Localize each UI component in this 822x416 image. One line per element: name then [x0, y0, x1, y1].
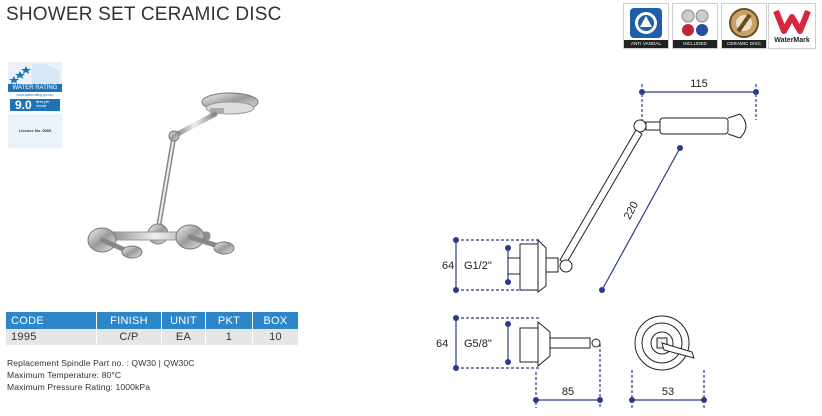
temperature-note: Maximum Temperature: 80°C: [7, 370, 122, 380]
cell-unit: EA: [161, 329, 206, 345]
water-rating-licence: Licence No. 0000: [18, 128, 52, 133]
spindle-note: Replacement Spindle Part no. : QW30 | QW…: [7, 358, 195, 368]
water-rating-url: www.waterrating.gov.au: [16, 93, 54, 97]
watermark-label: WaterMark: [774, 37, 810, 44]
cell-finish: C/P: [96, 329, 162, 345]
spec-table: CODE FINISH UNIT PKT BOX 1995 C/P EA 1 1…: [6, 312, 298, 345]
anti-vandal-icon: [630, 8, 662, 38]
water-rating-label: WATER RATING www.waterrating.gov.au 9.0 …: [8, 62, 62, 148]
star-rating-icon: [9, 63, 60, 84]
dim-inlet-height-1: 64: [442, 260, 454, 272]
col-finish: FINISH: [96, 312, 162, 329]
dim-thread-1: G1/2": [464, 260, 492, 272]
watermark-logo-icon: [773, 9, 811, 34]
badge-caption: CERAMIC DISC: [722, 40, 766, 48]
table-row: 1995 C/P EA 1 10: [6, 329, 298, 345]
product-image: [87, 92, 259, 259]
handles-included-icon: [681, 9, 709, 36]
dim-thread-2: G5/8": [464, 338, 492, 350]
col-code: CODE: [6, 312, 97, 329]
badge-caption: INCLUDED: [673, 40, 717, 48]
page-title: SHOWER SET CERAMIC DISC: [6, 4, 282, 25]
badge-caption: ANTI VANDAL: [624, 40, 668, 48]
water-rating-band: WATER RATING: [8, 84, 62, 92]
col-pkt: PKT: [205, 312, 253, 329]
dim-arm-length: 220: [622, 200, 641, 222]
col-unit: UNIT: [161, 312, 206, 329]
technical-drawing: 115 220 64 G1/2" 64 G5/8" 85 53: [436, 78, 759, 408]
ceramic-disc-badge: CERAMIC DISC: [721, 3, 767, 49]
cell-pkt: 1: [205, 329, 253, 345]
dim-head-width: 115: [690, 78, 708, 90]
col-box: BOX: [252, 312, 298, 329]
spec-table-header: CODE FINISH UNIT PKT BOX: [6, 312, 298, 329]
handles-included-badge: INCLUDED: [672, 3, 718, 49]
watermark-badge: WaterMark: [768, 3, 816, 49]
water-rating-value: 9.0: [15, 98, 32, 112]
water-rating-unit: litres per minute: [36, 100, 50, 108]
anti-vandal-badge: ANTI VANDAL: [623, 3, 669, 49]
dim-valve-depth: 85: [562, 386, 574, 398]
cell-box: 10: [252, 329, 298, 345]
dim-flange-width: 53: [662, 386, 674, 398]
ceramic-disc-icon: [729, 8, 759, 38]
cell-code: 1995: [6, 329, 97, 345]
pressure-note: Maximum Pressure Rating: 1000kPa: [7, 382, 151, 392]
dim-inlet-height-2: 64: [436, 338, 448, 350]
